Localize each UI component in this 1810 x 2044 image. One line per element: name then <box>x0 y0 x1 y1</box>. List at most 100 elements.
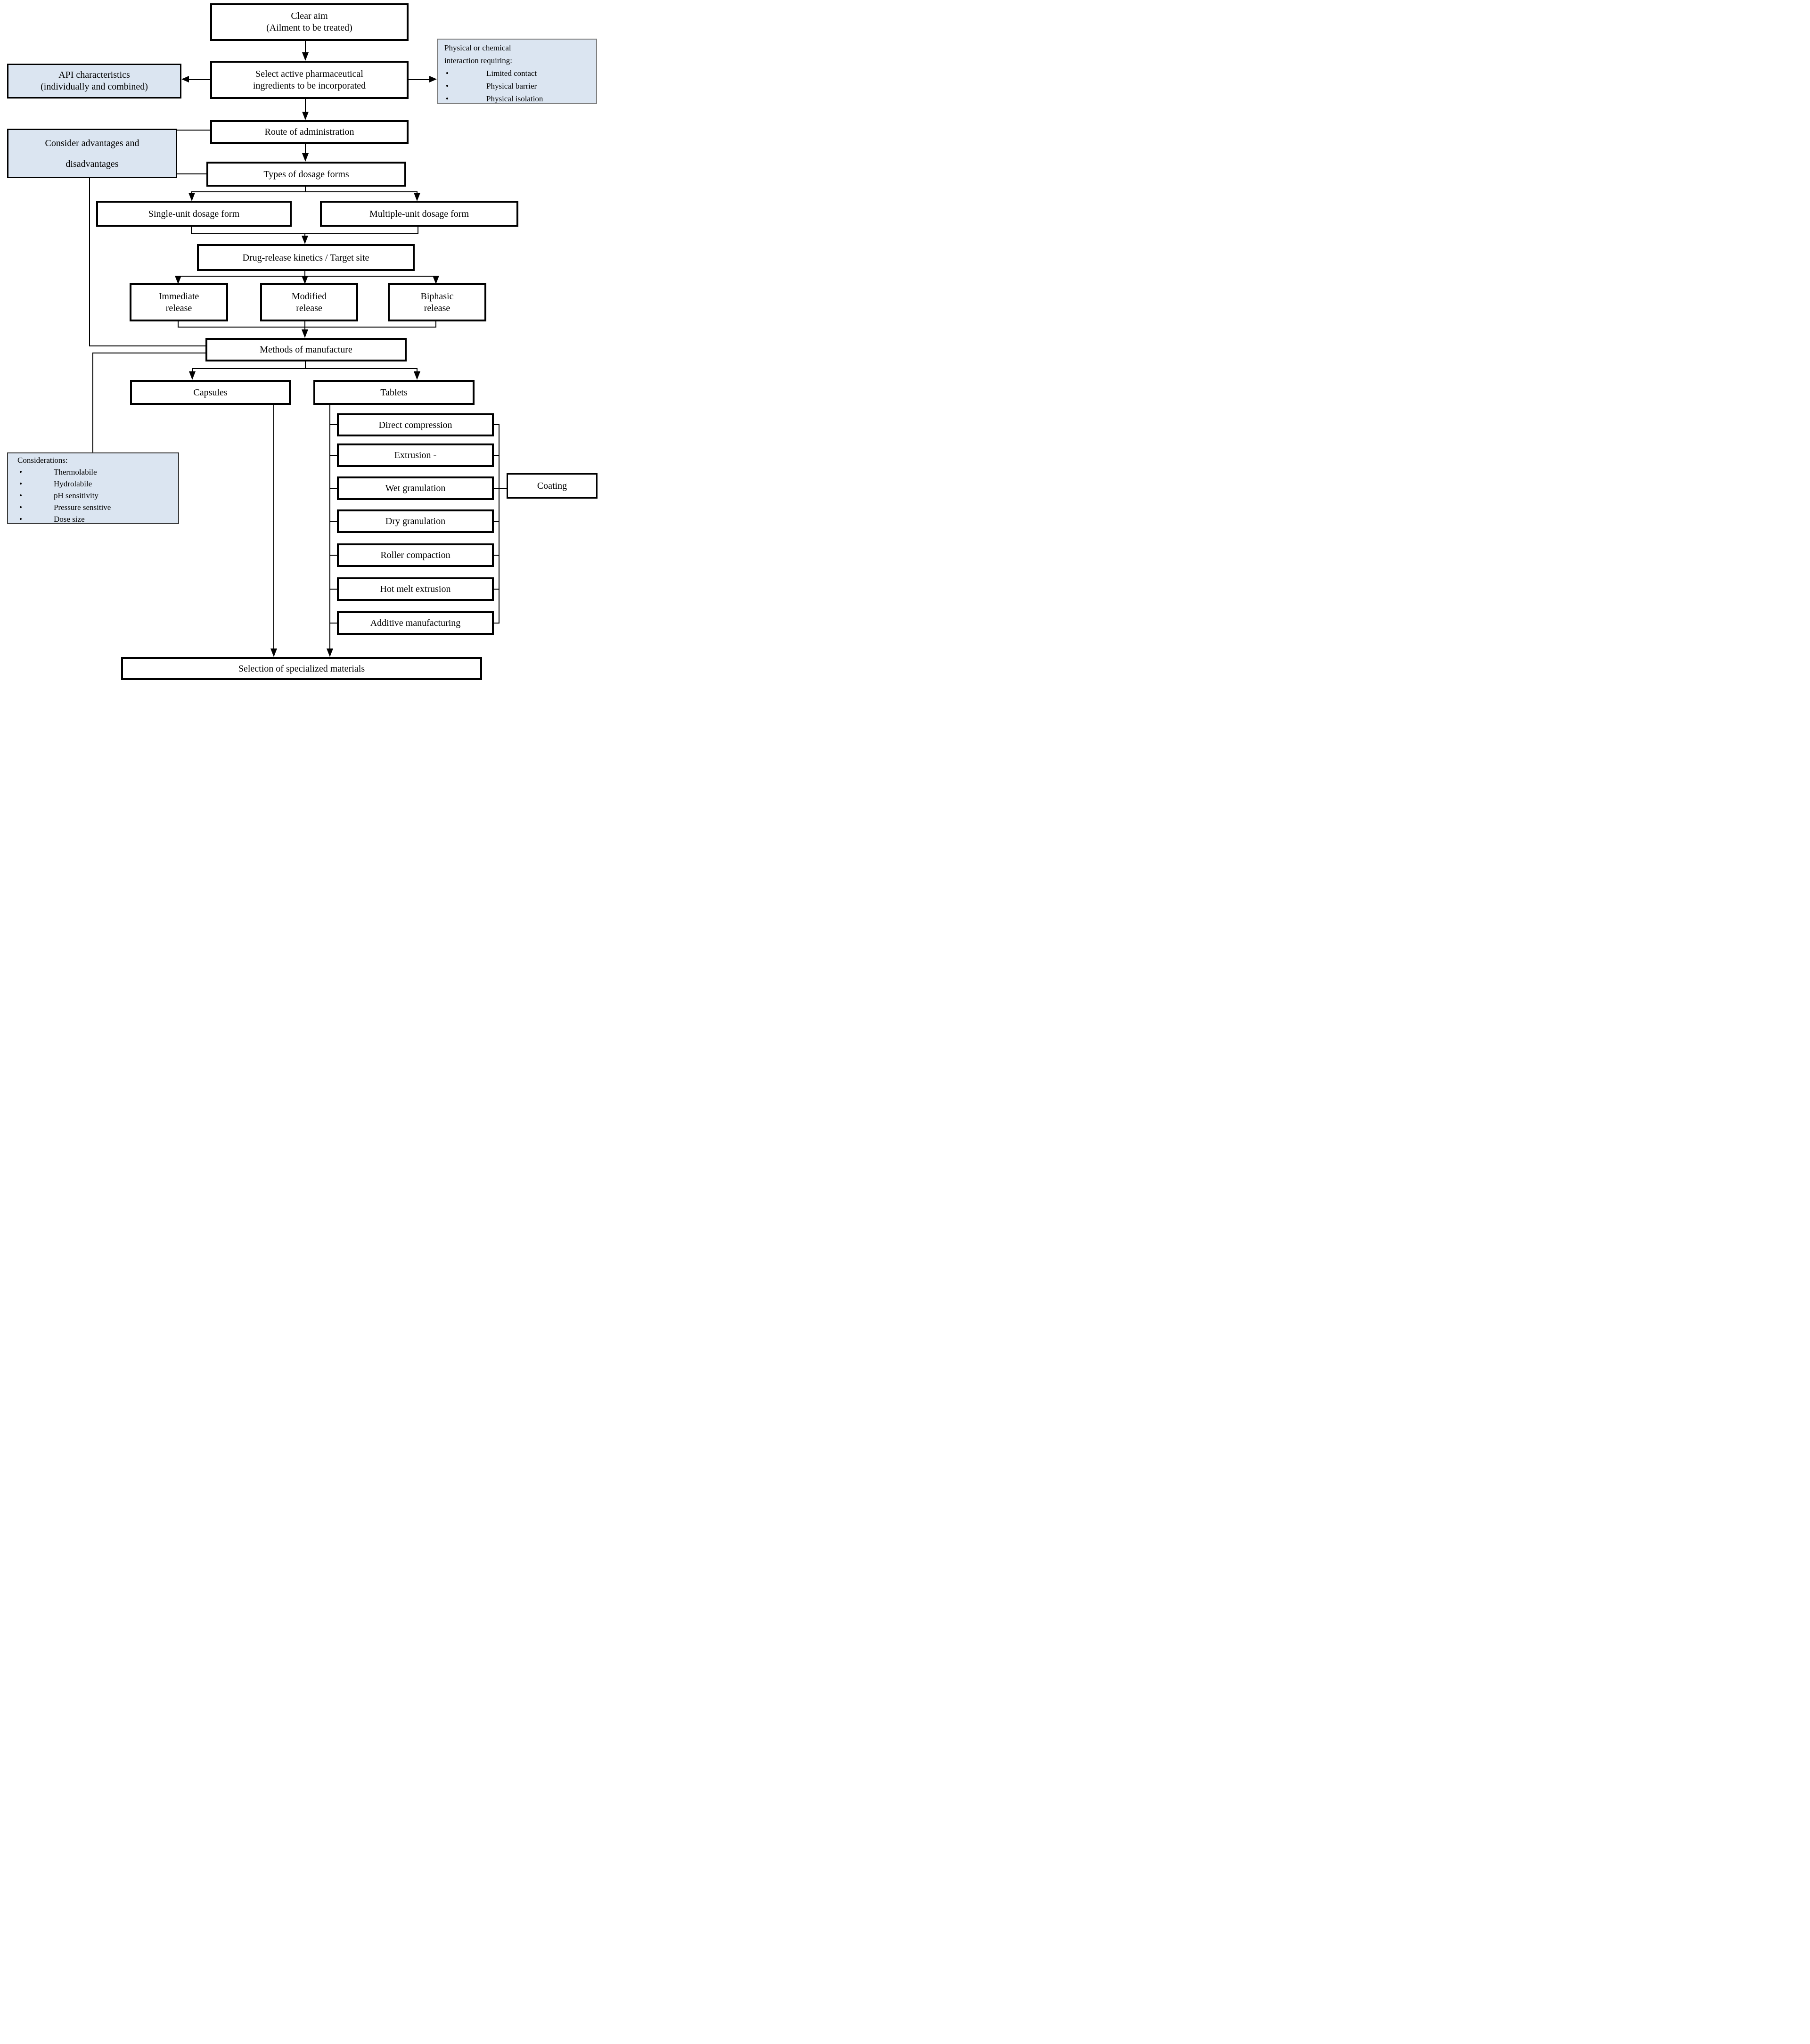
node-biphasic-line1: Biphasic <box>420 291 454 302</box>
node-capsules: Capsules <box>130 380 291 405</box>
node-single-unit: Single-unit dosage form <box>96 201 292 227</box>
bullet-icon: • <box>446 69 449 78</box>
node-multiple-unit: Multiple-unit dosage form <box>320 201 518 227</box>
node-api-characteristics: API characteristics (individually and co… <box>7 64 181 99</box>
node-considerations: Considerations: • Thermolabile • Hydrola… <box>7 452 179 524</box>
arrowhead-down-icon <box>302 329 308 338</box>
connector-clear-to-select <box>305 41 306 54</box>
considerations-title: Considerations: <box>17 456 68 465</box>
stub-left-additive <box>329 623 337 624</box>
node-tablets-label: Tablets <box>380 387 408 398</box>
connector-consider-to-methods <box>89 345 205 346</box>
connector-capsules-to-selection <box>273 405 274 649</box>
connector-route-to-types <box>305 144 306 154</box>
node-types: Types of dosage forms <box>206 162 406 187</box>
node-extrusion: Extrusion - <box>337 443 494 467</box>
connector-methods-branch <box>192 368 418 369</box>
connector-modified-down <box>304 321 305 328</box>
flowchart-canvas: Clear aim (Ailment to be treated) Select… <box>0 0 603 681</box>
bullet-icon: • <box>19 503 22 512</box>
node-select-api-line1: Select active pharmaceutical <box>255 68 363 79</box>
connector-merge2 <box>178 327 436 328</box>
physical-interaction-item-label: Limited contact <box>486 69 537 78</box>
node-biphasic-release: Biphasic release <box>388 283 486 321</box>
connector-merge2-stub <box>304 327 305 330</box>
stub-left-hotmelt <box>329 589 337 590</box>
considerations-item-label: Pressure sensitive <box>54 503 111 512</box>
considerations-item-label: Thermolabile <box>54 468 97 476</box>
arrowhead-down-icon <box>302 112 309 120</box>
node-capsules-label: Capsules <box>193 387 228 398</box>
considerations-item: • pH sensitivity <box>8 490 176 501</box>
bullet-icon: • <box>446 94 449 103</box>
physical-interaction-item: • Limited contact <box>438 67 594 80</box>
arrowhead-down-icon <box>327 648 333 657</box>
node-tablets: Tablets <box>313 380 475 405</box>
node-immediate-line2: release <box>165 303 192 313</box>
node-extrusion-label: Extrusion - <box>394 450 437 460</box>
considerations-item: • Hydrolabile <box>8 478 176 490</box>
connector-methods-stub <box>305 361 306 369</box>
node-types-label: Types of dosage forms <box>263 169 349 180</box>
bullet-icon: • <box>446 82 449 90</box>
arrowhead-down-icon <box>414 371 420 380</box>
considerations-item: • Pressure sensitive <box>8 501 176 513</box>
node-route-label: Route of administration <box>264 127 354 137</box>
connector-kinetics-stub <box>304 271 305 277</box>
stub-right-dry <box>494 521 500 522</box>
node-api-characteristics-line2: (individually and combined) <box>41 82 148 92</box>
node-immediate-line1: Immediate <box>158 291 199 302</box>
stub-right-direct <box>494 424 500 425</box>
stub-left-dry <box>329 521 337 522</box>
connector-immediate-down <box>178 321 179 328</box>
node-dry-granulation: Dry granulation <box>337 509 494 533</box>
node-coating-label: Coating <box>537 481 567 491</box>
connector-merge1-stub <box>304 233 305 237</box>
bullet-icon: • <box>19 491 22 500</box>
node-kinetics-label: Drug-release kinetics / Target site <box>242 252 369 263</box>
connector-consider-to-route <box>177 130 210 131</box>
stub-left-extrusion <box>329 455 337 456</box>
arrowhead-down-icon <box>414 193 420 201</box>
connector-consider-to-types <box>177 173 206 174</box>
node-direct-compression-label: Direct compression <box>378 419 452 430</box>
node-modified-line1: Modified <box>291 291 327 302</box>
connector-tablets-stub <box>417 368 418 372</box>
node-wet-granulation-label: Wet granulation <box>385 483 446 493</box>
node-clear-aim: Clear aim (Ailment to be treated) <box>210 3 409 41</box>
stub-left-wet <box>329 488 337 489</box>
connector-single-down <box>191 227 192 234</box>
arrowhead-down-icon <box>302 52 309 61</box>
arrowhead-down-icon <box>433 276 439 284</box>
connector-consider-down <box>89 178 90 346</box>
arrowhead-down-icon <box>189 371 196 380</box>
connector-coating-collector <box>499 424 500 623</box>
connector-select-to-route <box>305 99 306 112</box>
node-additive-manufacturing-label: Additive manufacturing <box>370 618 461 628</box>
physical-interaction-title-line1: Physical or chemical <box>444 43 511 52</box>
considerations-item-label: pH sensitivity <box>54 491 98 500</box>
node-methods-label: Methods of manufacture <box>260 345 352 355</box>
node-selection-label: Selection of specialized materials <box>238 663 365 674</box>
node-route: Route of administration <box>210 120 409 144</box>
connector-select-to-api <box>188 79 210 80</box>
stub-right-hotmelt <box>494 589 500 590</box>
node-single-unit-label: Single-unit dosage form <box>148 208 240 219</box>
connector-biphasic-down <box>435 321 436 328</box>
node-api-characteristics-line1: API characteristics <box>58 70 130 80</box>
node-consider: Consider advantages and disadvantages <box>7 129 177 178</box>
node-select-api: Select active pharmaceutical ingredients… <box>210 61 409 99</box>
physical-interaction-title-line2: interaction requiring: <box>444 56 512 65</box>
node-physical-interaction: Physical or chemical interaction requiri… <box>437 39 597 104</box>
node-coating: Coating <box>507 473 598 499</box>
stub-left-roller <box>329 555 337 556</box>
node-clear-aim-line1: Clear aim <box>291 11 328 21</box>
arrowhead-down-icon <box>270 648 277 657</box>
node-methods: Methods of manufacture <box>205 338 407 361</box>
bullet-icon: • <box>19 515 22 524</box>
arrowhead-down-icon <box>302 276 308 284</box>
node-clear-aim-line2: (Ailment to be treated) <box>266 23 352 33</box>
stub-right-additive <box>494 623 500 624</box>
considerations-item-label: Hydrolabile <box>54 479 92 488</box>
stub-right-wet-to-coating <box>494 488 507 489</box>
